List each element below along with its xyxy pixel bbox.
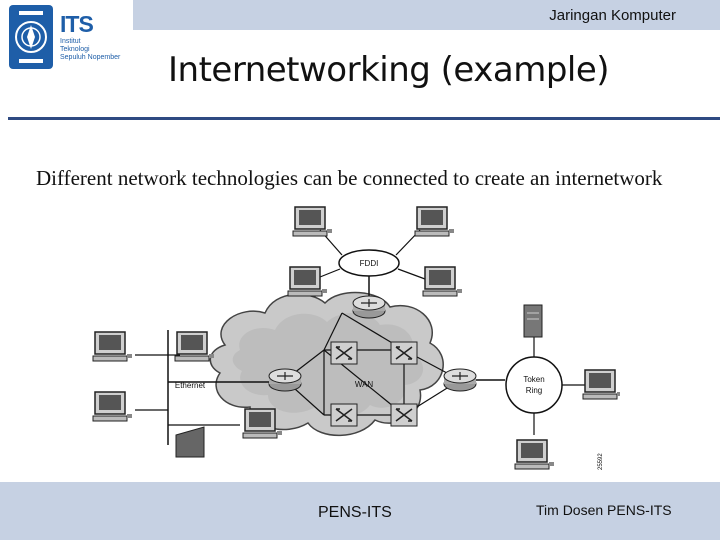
- workstation-icon: [174, 331, 215, 362]
- workstation-icon: [92, 331, 133, 362]
- token-ring-label-2: Ring: [526, 386, 542, 395]
- workstation-icon: [414, 206, 455, 237]
- workstation-icon: [292, 206, 333, 237]
- wan-switch-icon: [330, 341, 358, 365]
- wan-switch-icon: [330, 403, 358, 427]
- workstation-icon: [514, 439, 555, 470]
- slide-title: Internetworking (example): [168, 50, 610, 90]
- header-bar: Jaringan Komputer: [133, 0, 720, 30]
- body-text: Different network technologies can be co…: [36, 166, 663, 190]
- logo-line-2: Teknologi: [60, 46, 90, 53]
- router-icon: [268, 368, 302, 392]
- server-icon: [523, 304, 543, 338]
- printer-icon: [175, 426, 205, 458]
- logo-line-1: Institut: [60, 38, 81, 45]
- logo-wordmark: ITS: [60, 11, 94, 37]
- token-ring: [505, 356, 563, 414]
- fddi-label: FDDI: [360, 259, 379, 268]
- wan-label: WAN: [355, 380, 374, 389]
- figure-number: 25592: [598, 453, 604, 470]
- footer-bar: [0, 482, 720, 540]
- footer-institution: PENS-ITS: [318, 504, 392, 521]
- title-divider: [8, 117, 720, 120]
- logo-subtitle: Institut Teknologi Sepuluh Nopember: [60, 38, 120, 62]
- router-icon: [352, 295, 386, 319]
- workstation-icon: [422, 266, 463, 297]
- workstation-icon: [287, 266, 328, 297]
- network-diagram: WAN FDDI Ethernet Token Ring 25592: [92, 206, 620, 470]
- workstation-icon: [582, 369, 620, 400]
- course-title: Jaringan Komputer: [549, 7, 676, 24]
- its-seal-icon: [9, 5, 53, 69]
- wan-switch-icon: [390, 341, 418, 365]
- wan-switch-icon: [390, 403, 418, 427]
- logo-line-3: Sepuluh Nopember: [60, 54, 121, 61]
- footer-author: Tim Dosen PENS-ITS: [536, 502, 672, 518]
- token-ring-label-1: Token: [523, 375, 544, 384]
- workstation-icon: [92, 391, 133, 422]
- its-logo: ITS Institut Teknologi Sepuluh Nopember: [5, 3, 130, 73]
- ethernet-label: Ethernet: [175, 381, 206, 390]
- router-icon: [443, 368, 477, 392]
